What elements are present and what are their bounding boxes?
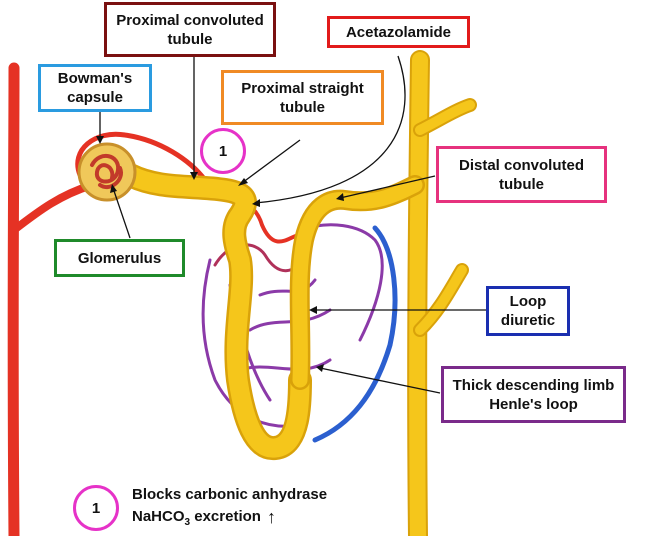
- arrow-acetazolamide: [254, 55, 406, 204]
- arrow-glomerulus: [112, 187, 131, 239]
- label-glomerulus: Glomerulus: [54, 239, 185, 277]
- label-proximal-straight-tubule: Proximal straight tubule: [221, 70, 384, 125]
- label-loop-diuretic: Loop diuretic: [486, 286, 570, 336]
- label-proximal-convoluted-tubule: Proximal convoluted tubule: [104, 2, 276, 57]
- arrow-proximal-straight: [241, 139, 301, 184]
- up-arrow-icon: ↑: [266, 507, 276, 527]
- arrow-thick-descending: [319, 367, 441, 394]
- legend-line-1: Blocks carbonic anhydrase: [132, 486, 328, 503]
- renal-artery: [7, 62, 96, 536]
- collecting-duct: [407, 50, 477, 536]
- legend-marker-badge: 1: [73, 485, 119, 531]
- glomerulus-shape: [90, 154, 123, 189]
- bowmans-capsule-shape: [77, 142, 137, 202]
- label-thick-descending-limb: Thick descending limb Henle's loop: [441, 366, 626, 423]
- arrow-distal: [339, 175, 436, 199]
- legend-line-2: NaHCO3 excretion↑: [132, 507, 276, 528]
- marker-badge-1: 1: [200, 128, 246, 174]
- label-bowmans-capsule: Bowman's capsule: [38, 64, 152, 112]
- nephron-tubule: [118, 163, 425, 460]
- legend-text: Blocks carbonic anhydrase NaHCO3 excreti…: [132, 484, 327, 534]
- label-distal-convoluted-tubule: Distal convoluted tubule: [436, 146, 607, 203]
- pointer-arrows: [96, 55, 487, 394]
- label-acetazolamide: Acetazolamide: [327, 16, 470, 48]
- venous-vessel: [312, 225, 398, 443]
